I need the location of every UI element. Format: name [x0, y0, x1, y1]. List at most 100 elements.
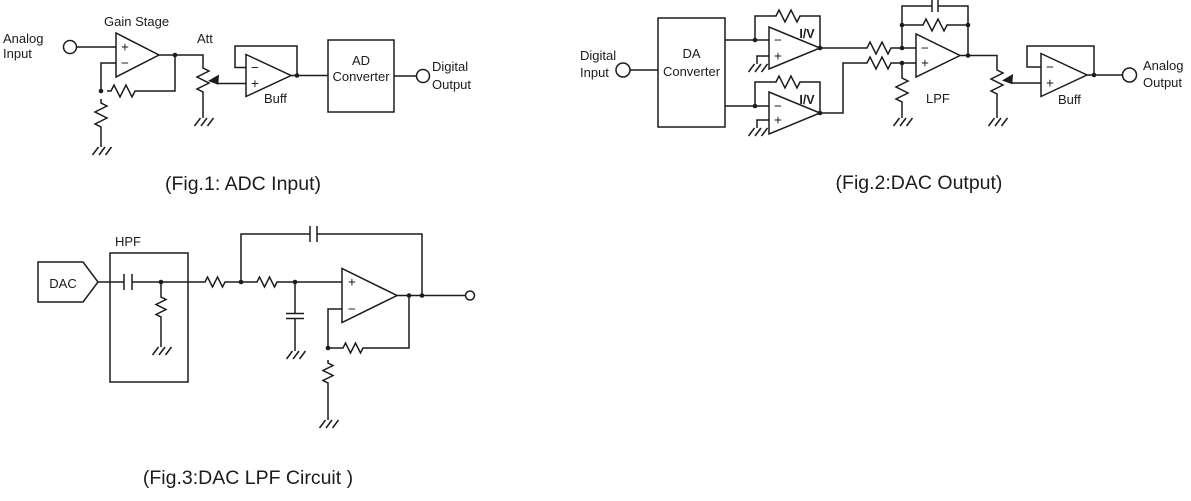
fig3-lpf-opamp: + −: [341, 267, 399, 324]
resistor-icon: [918, 18, 952, 32]
resistor-icon: [862, 56, 896, 70]
minus-sign: −: [121, 56, 129, 71]
ground-icon: [193, 111, 215, 127]
fig1-caption: (Fig.1: ADC Input): [165, 173, 321, 195]
fig1-analog-input-label-line2: Input: [3, 46, 32, 61]
node-dot: [172, 52, 178, 58]
opamp-triangle: [915, 32, 962, 79]
resistor-icon: [196, 63, 210, 97]
fig2-digital-input-label-line1: Digital: [580, 48, 616, 63]
opamp-triangle: [768, 25, 822, 71]
resistor-icon: [106, 84, 140, 98]
fig2-digital-input-terminal: [615, 62, 631, 78]
resistor-icon: [862, 41, 896, 55]
fig1-digital-output-label-line1: Digital: [432, 59, 468, 74]
fig1-digital-output-terminal: [415, 68, 431, 84]
wire: [327, 308, 342, 348]
wire: [756, 55, 769, 58]
capacitor-icon: [931, 0, 939, 12]
fig3-dac-lpf-diagram: DAC HPF + −: [37, 226, 476, 489]
wire: [139, 55, 176, 92]
minus-sign: −: [1046, 60, 1054, 75]
node-dot: [1091, 72, 1097, 78]
node-dot: [158, 279, 164, 285]
resistor-icon: [771, 75, 805, 89]
node-dot: [817, 45, 823, 51]
fig1-analog-input-terminal: [62, 39, 78, 55]
fig3-dac-block: [37, 261, 99, 303]
capacitor-icon: [309, 226, 318, 242]
minus-sign: −: [251, 60, 259, 75]
minus-sign: −: [921, 41, 929, 56]
resistor-icon: [155, 293, 167, 321]
resistor-icon: [771, 9, 805, 23]
fig2-digital-input-label-line2: Input: [580, 65, 609, 80]
fig1-digital-output-label-line2: Output: [432, 77, 471, 92]
node-dot: [817, 110, 823, 116]
node-dot: [752, 37, 758, 43]
plus-sign: +: [121, 40, 129, 55]
wire-feedback: [754, 81, 821, 113]
fig2-iv1-opamp: − + I/V: [768, 25, 822, 71]
fig2-caption: (Fig.2:DAC Output): [836, 172, 1003, 194]
fig2-buff-label: Buff: [1058, 92, 1081, 107]
wire-feedback: [754, 15, 821, 48]
node-dot: [292, 279, 298, 285]
node-dot: [899, 22, 905, 28]
fig1-att-label: Att: [197, 31, 213, 46]
fig1-ad-converter-label-line2: Converter: [332, 69, 390, 84]
opamp-triangle: [768, 90, 822, 136]
ground-icon: [91, 140, 113, 156]
fig3-hpf-box: [109, 252, 189, 383]
fig2-lpf-label: LPF: [926, 91, 950, 106]
resistor-icon: [322, 359, 334, 387]
fig1-adc-input-diagram: Analog Input Gain Stage + − Att − +: [3, 14, 471, 195]
plus-sign: +: [348, 275, 356, 290]
capacitor-icon: [286, 312, 304, 320]
opamp-triangle: [341, 267, 399, 324]
wire-feedback: [1026, 45, 1095, 75]
fig2-da-converter-label-line1: DA: [682, 46, 700, 61]
plus-sign: +: [774, 113, 782, 128]
wire: [100, 62, 116, 91]
fig2-lpf-opamp: − +: [915, 32, 962, 79]
fig2-da-converter-box: [657, 17, 726, 128]
wire: [756, 119, 769, 122]
ground-icon: [318, 413, 340, 429]
wire-feedback: [240, 233, 423, 296]
fig1-analog-input-label-line1: Analog: [3, 31, 43, 46]
wiper-arrow-icon: [207, 74, 221, 87]
fig1-gain-stage-opamp: + −: [115, 31, 161, 79]
fig2-analog-output-label-line1: Analog: [1143, 58, 1183, 73]
wire-feedback: [366, 295, 410, 349]
fig2-analog-output-label-line2: Output: [1143, 75, 1182, 90]
wire-feedback: [901, 5, 969, 56]
ground-icon: [151, 340, 173, 356]
wire: [820, 62, 916, 114]
minus-sign: −: [774, 33, 782, 48]
fig1-buff-opamp: − +: [245, 53, 293, 98]
wire: [960, 54, 998, 66]
opamp-triangle: [115, 31, 161, 79]
minus-sign: −: [774, 99, 782, 114]
fig1-gain-stage-label: Gain Stage: [104, 14, 169, 29]
plus-sign: +: [251, 76, 259, 91]
resistor-icon: [895, 73, 909, 107]
node-dot: [325, 345, 331, 351]
wire-feedback: [234, 45, 298, 76]
fig2-buff-opamp: − +: [1040, 52, 1089, 98]
wire: [159, 54, 204, 64]
node-dot: [965, 22, 971, 28]
fig1-ad-converter-label-line1: AD: [352, 53, 370, 68]
node-dot: [406, 293, 412, 298]
node-dot: [419, 293, 425, 298]
node-dot: [899, 60, 905, 66]
node-dot: [294, 73, 300, 78]
ground-icon: [987, 111, 1009, 127]
plus-sign: +: [921, 56, 929, 71]
plus-sign: +: [1046, 76, 1054, 91]
opamp-triangle: [1040, 52, 1089, 98]
resistor-icon: [990, 65, 1004, 99]
fig1-buff-label: Buff: [264, 91, 287, 106]
